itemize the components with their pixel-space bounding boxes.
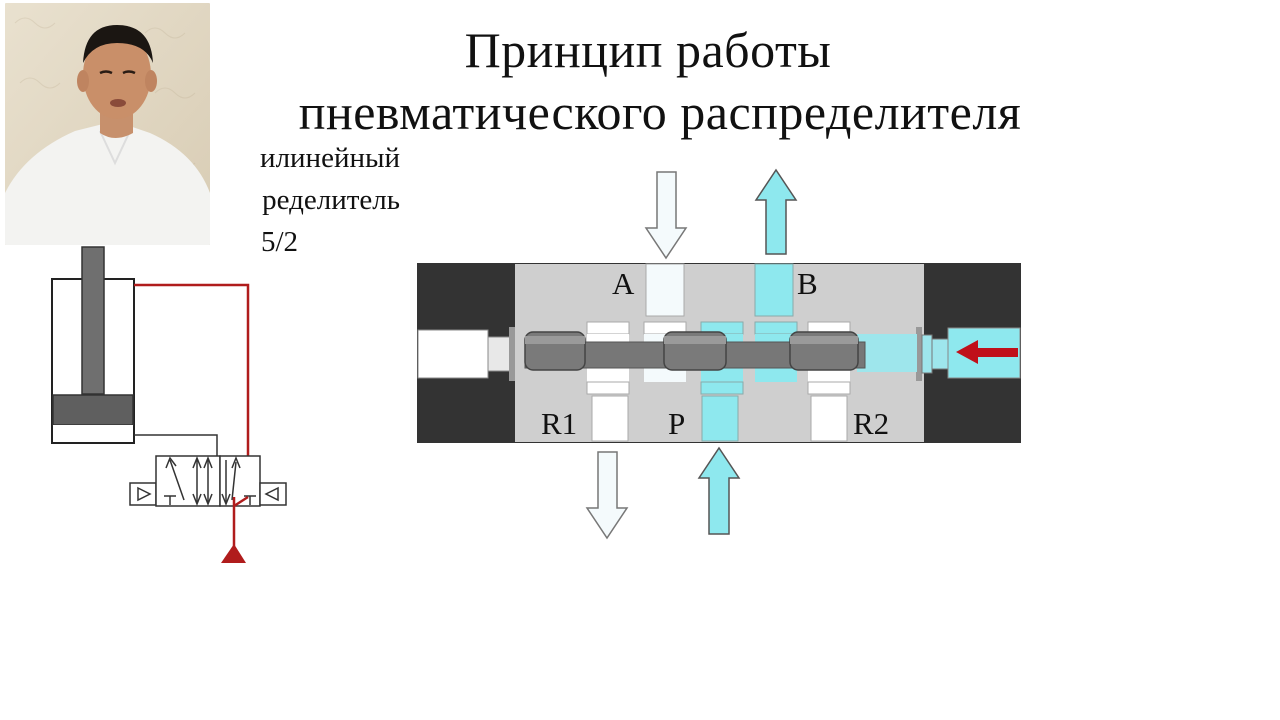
port-label-p: P — [668, 406, 685, 441]
subtitle-line1: илинейный — [260, 142, 400, 174]
line-b — [134, 434, 218, 456]
port-p-channel — [701, 395, 739, 442]
piston-rod — [81, 246, 105, 395]
port-a-channel — [645, 263, 685, 317]
port-r1-channel — [591, 395, 629, 442]
cylinder-symbol — [51, 246, 135, 444]
presenter-webcam-video — [5, 3, 210, 245]
pressure-source-icon — [221, 544, 246, 563]
port-label-r2: R2 — [853, 406, 889, 441]
port-b-channel — [754, 263, 794, 317]
piston — [52, 394, 134, 426]
pressure-line-a — [134, 283, 250, 497]
pilot-arrow-icon — [956, 340, 1018, 364]
presenter-image — [5, 3, 210, 245]
left-end-cap — [417, 329, 489, 379]
valve-symbol-5-2 — [129, 455, 287, 507]
inflow-arrow-a-icon — [644, 171, 688, 260]
subtitle-line3: 5/2 — [260, 226, 298, 258]
spool — [524, 331, 866, 371]
exhaust-arrow-r1-icon — [585, 451, 629, 540]
port-label-r1: R1 — [541, 406, 577, 441]
subtitle-line2: ределитель — [262, 184, 400, 216]
slide-title-line2: пневматического распределителя — [298, 84, 1022, 140]
port-label-b: B — [797, 266, 818, 301]
outflow-arrow-b-icon — [754, 168, 798, 255]
port-r2-channel — [810, 395, 848, 442]
supply-arrow-p-icon — [697, 446, 741, 535]
port-label-a: A — [612, 266, 635, 301]
slide-title-line1: Принцип работы — [464, 22, 832, 78]
